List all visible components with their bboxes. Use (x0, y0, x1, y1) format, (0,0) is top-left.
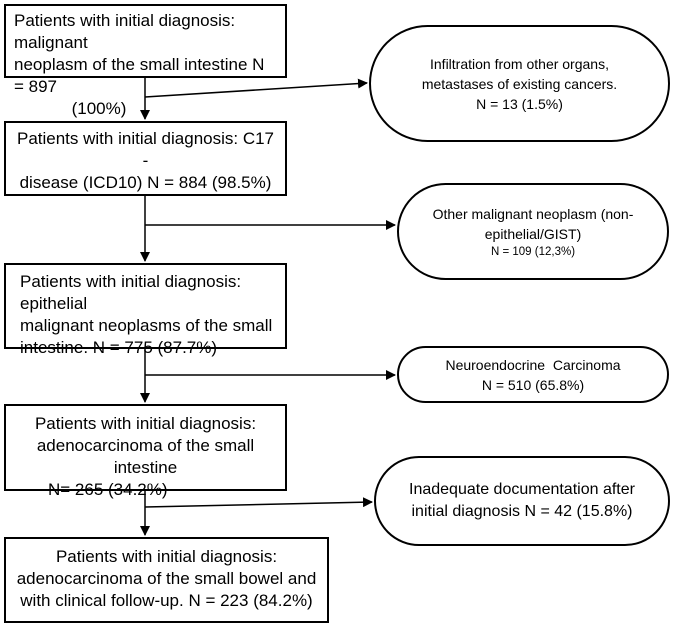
exclusion-inadequate-line-2: initial diagnosis N = 42 (15.8%) (411, 503, 633, 520)
exclusion-other-malignant-line-3: N = 109 (12,3%) (490, 245, 576, 258)
exclusion-neuroendocrine: Neuroendocrine Carcinoma N = 510 (65.8%) (397, 346, 669, 403)
box-initial-diagnosis-line-3: (100%) (71, 99, 127, 118)
box-initial-diagnosis-line-1: Patients with initial diagnosis: maligna… (14, 11, 236, 52)
exclusion-infiltration-line-3: N = 13 (1.5%) (476, 95, 563, 112)
box-epithelial-line-1: Patients with initial diagnosis: epithel… (20, 272, 242, 313)
box-clinical-follow-up-line-3: with clinical follow-up. N = 223 (84.2%) (20, 591, 313, 610)
box-adenocarcinoma-line-1: Patients with initial diagnosis: (34, 414, 257, 433)
exclusion-other-malignant: Other malignant neoplasm (non- epithelia… (397, 183, 669, 280)
box-c17-disease: Patients with initial diagnosis: C17 - d… (4, 121, 287, 196)
exclusion-inadequate-line-1: Inadequate documentation after (409, 481, 635, 498)
box-clinical-follow-up: Patients with initial diagnosis: adenoca… (4, 537, 329, 623)
box-epithelial-line-3: intestine. N = 775 (87.7%) (20, 338, 218, 357)
box-adenocarcinoma: Patients with initial diagnosis: adenoca… (4, 404, 287, 499)
box-clinical-follow-up-line-2: adenocarcinoma of the small bowel and (16, 569, 317, 588)
arrow-side-4 (144, 497, 373, 508)
exclusion-inadequate-documentation: Inadequate documentation after initial d… (374, 456, 670, 546)
exclusion-other-malignant-line-1: Other malignant neoplasm (non- (432, 205, 634, 222)
exclusion-infiltration-line-2: metastases of existing cancers. (421, 75, 618, 92)
box-epithelial-line-2: malignant neoplasms of the small (20, 316, 273, 335)
exclusion-neuroendocrine-line-2: N = 510 (65.8%) (481, 376, 585, 393)
exclusion-other-malignant-line-2: epithelial/GIST) (484, 225, 582, 242)
box-adenocarcinoma-line-2: adenocarcinoma of the small intestine (36, 436, 255, 477)
box-c17-disease-line-1: Patients with initial diagnosis: C17 - (16, 129, 275, 170)
box-adenocarcinoma-line-3: N= 265 (34.2%) (48, 480, 168, 499)
box-initial-diagnosis-line-2: neoplasm of the small intestine N = 897 (14, 55, 265, 96)
arrow-side-1 (144, 78, 368, 98)
box-c17-disease-line-2: disease (ICD10) N = 884 (98.5%) (19, 173, 272, 192)
box-initial-diagnosis: Patients with initial diagnosis: maligna… (4, 4, 287, 118)
box-clinical-follow-up-line-1: Patients with initial diagnosis: (55, 547, 278, 566)
exclusion-neuroendocrine-line-1: Neuroendocrine Carcinoma (445, 356, 621, 373)
exclusion-infiltration-line-1: Infiltration from other organs, (430, 55, 609, 72)
box-epithelial: Patients with initial diagnosis: epithel… (4, 263, 287, 357)
exclusion-infiltration-metastases: Infiltration from other organs, metastas… (369, 25, 670, 142)
